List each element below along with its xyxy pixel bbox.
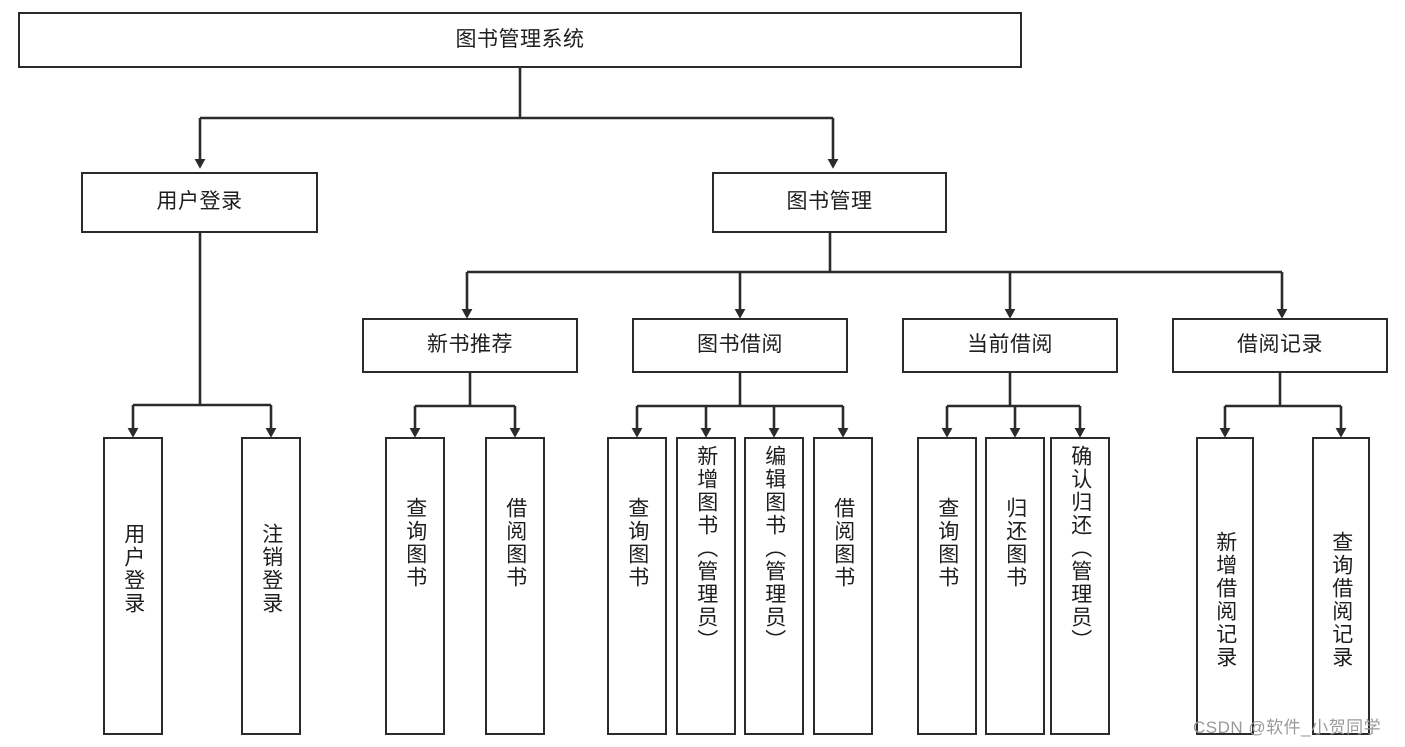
- node-user-login[interactable]: 用户登录: [81, 172, 318, 233]
- node-borrow-record[interactable]: 借阅记录: [1172, 318, 1388, 373]
- leaf-confirm-return-admin[interactable]: 确认归还（管理员）: [1050, 437, 1110, 735]
- leaf-recommend-query-book-label: 查询图书: [403, 497, 427, 589]
- node-borrow-record-label: 借阅记录: [1237, 333, 1323, 357]
- leaf-logout-label: 注销登录: [259, 523, 283, 615]
- node-new-book-recommend-label: 新书推荐: [427, 333, 513, 357]
- node-user-login-label: 用户登录: [156, 190, 243, 214]
- leaf-add-book-admin[interactable]: 新增图书（管理员）: [676, 437, 736, 735]
- node-current-borrow-label: 当前借阅: [967, 333, 1053, 357]
- leaf-user-login-label: 用户登录: [121, 523, 145, 615]
- node-book-management-label: 图书管理: [786, 190, 873, 214]
- leaf-user-login[interactable]: 用户登录: [103, 437, 163, 735]
- leaf-recommend-query-book[interactable]: 查询图书: [385, 437, 445, 735]
- leaf-return-book-label: 归还图书: [1003, 497, 1027, 589]
- node-book-management[interactable]: 图书管理: [712, 172, 947, 233]
- leaf-add-borrow-record-label: 新增借阅记录: [1213, 531, 1237, 669]
- leaf-borrow-book-label: 借阅图书: [831, 497, 855, 589]
- leaf-recommend-borrow-book[interactable]: 借阅图书: [485, 437, 545, 735]
- leaf-query-borrow-record-label: 查询借阅记录: [1329, 531, 1353, 669]
- leaf-current-query-book[interactable]: 查询图书: [917, 437, 977, 735]
- leaf-return-book[interactable]: 归还图书: [985, 437, 1045, 735]
- leaf-borrow-query-book-label: 查询图书: [625, 497, 649, 589]
- node-root-label: 图书管理系统: [455, 27, 585, 51]
- leaf-borrow-book[interactable]: 借阅图书: [813, 437, 873, 735]
- leaf-query-borrow-record[interactable]: 查询借阅记录: [1312, 437, 1370, 735]
- watermark: CSDN @软件_小贺同学: [1193, 718, 1382, 737]
- leaf-borrow-query-book[interactable]: 查询图书: [607, 437, 667, 735]
- leaf-logout[interactable]: 注销登录: [241, 437, 301, 735]
- node-book-borrow-label: 图书借阅: [697, 333, 783, 357]
- leaf-current-query-book-label: 查询图书: [935, 497, 959, 589]
- node-current-borrow[interactable]: 当前借阅: [902, 318, 1118, 373]
- node-new-book-recommend[interactable]: 新书推荐: [362, 318, 578, 373]
- node-book-borrow[interactable]: 图书借阅: [632, 318, 848, 373]
- leaf-recommend-borrow-book-label: 借阅图书: [503, 497, 527, 589]
- leaf-edit-book-admin-label: 编辑图书（管理员）: [762, 445, 786, 652]
- node-root[interactable]: 图书管理系统: [18, 12, 1022, 68]
- leaf-add-borrow-record[interactable]: 新增借阅记录: [1196, 437, 1254, 735]
- leaf-add-book-admin-label: 新增图书（管理员）: [694, 445, 718, 652]
- leaf-edit-book-admin[interactable]: 编辑图书（管理员）: [744, 437, 804, 735]
- leaf-confirm-return-admin-label: 确认归还（管理员）: [1068, 445, 1092, 652]
